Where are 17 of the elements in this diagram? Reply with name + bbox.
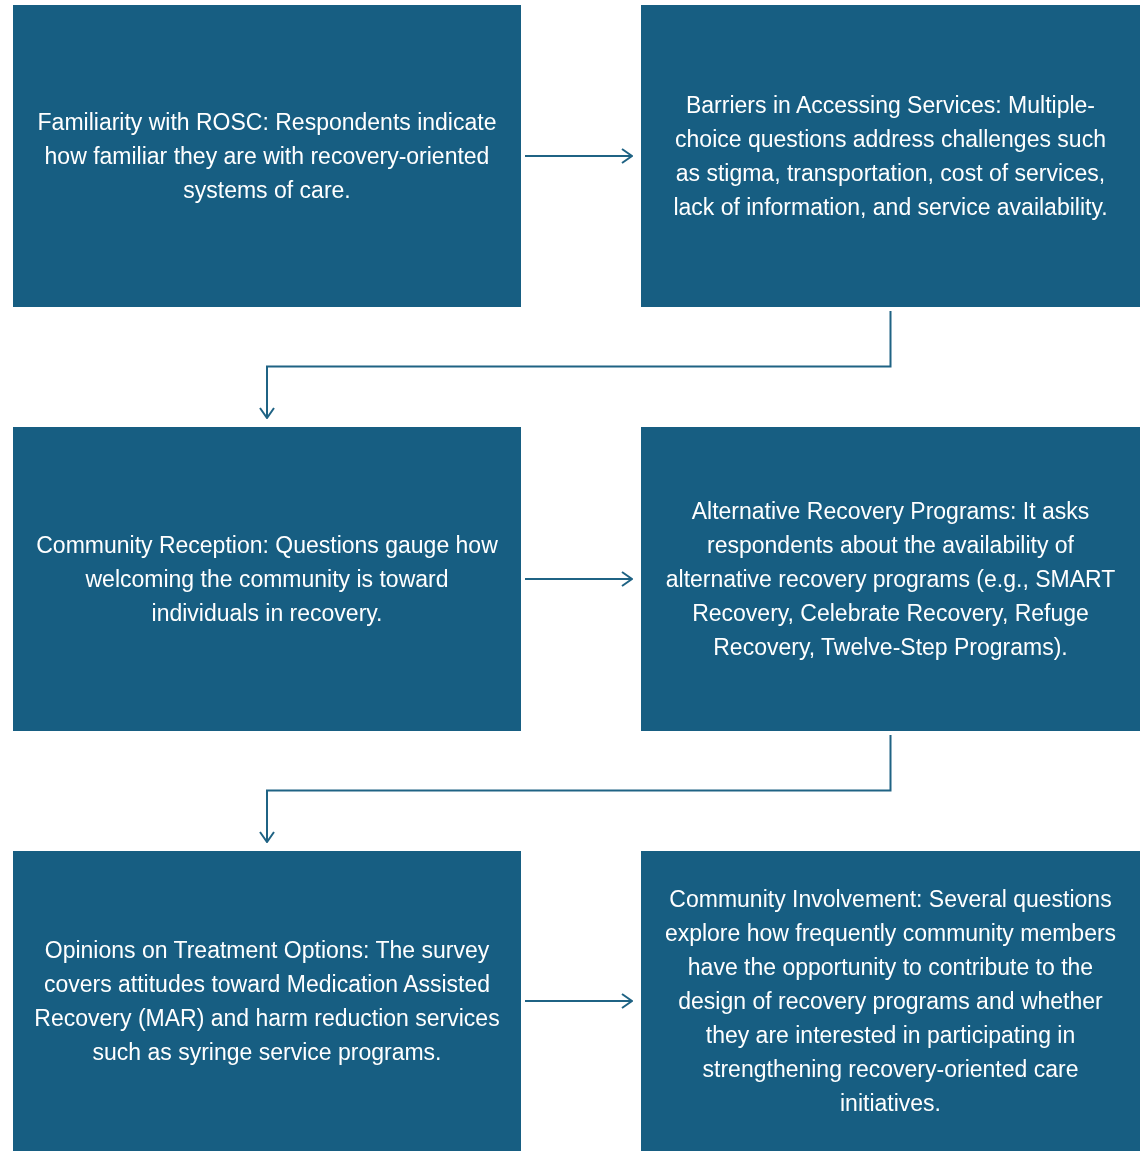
arrow xyxy=(524,148,633,164)
box-text: Barriers in Accessing Services: Multiple-choice questions address challenges such as stigma, transportation, cost of services, lack of information, and service availability. xyxy=(672,91,1109,222)
arrow xyxy=(259,310,892,419)
arrow xyxy=(524,571,633,587)
arrow xyxy=(259,734,892,843)
process-box xyxy=(13,5,521,307)
process-box xyxy=(641,427,1140,731)
box-text: Familiarity with ROSC: Respondents indicate how familiar they are with recovery-oriented systems of care. xyxy=(36,108,498,205)
process-box xyxy=(13,851,521,1151)
process-box xyxy=(641,5,1140,307)
process-box xyxy=(13,427,521,731)
box-text: Alternative Recovery Programs: It asks respondents about the availability of alternative recovery programs (e.g., SMART Recovery, Celebrate Recovery, Refuge Recovery, Twelve-Step Programs). xyxy=(664,497,1117,662)
arrow xyxy=(524,993,633,1009)
box-text: Opinions on Treatment Options: The survey covers attitudes toward Medication Assisted Recovery (MAR) and harm reduction services such as syringe service programs. xyxy=(33,936,501,1067)
box-text: Community Reception: Questions gauge how welcoming the community is toward individuals in recovery. xyxy=(35,531,499,628)
process-box xyxy=(641,851,1140,1151)
box-text: Community Involvement: Several questions explore how frequently community members have the opportunity to contribute to the design of recovery programs and whether they are interested in participating in strengthening recovery-oriented care initiatives. xyxy=(663,885,1118,1118)
